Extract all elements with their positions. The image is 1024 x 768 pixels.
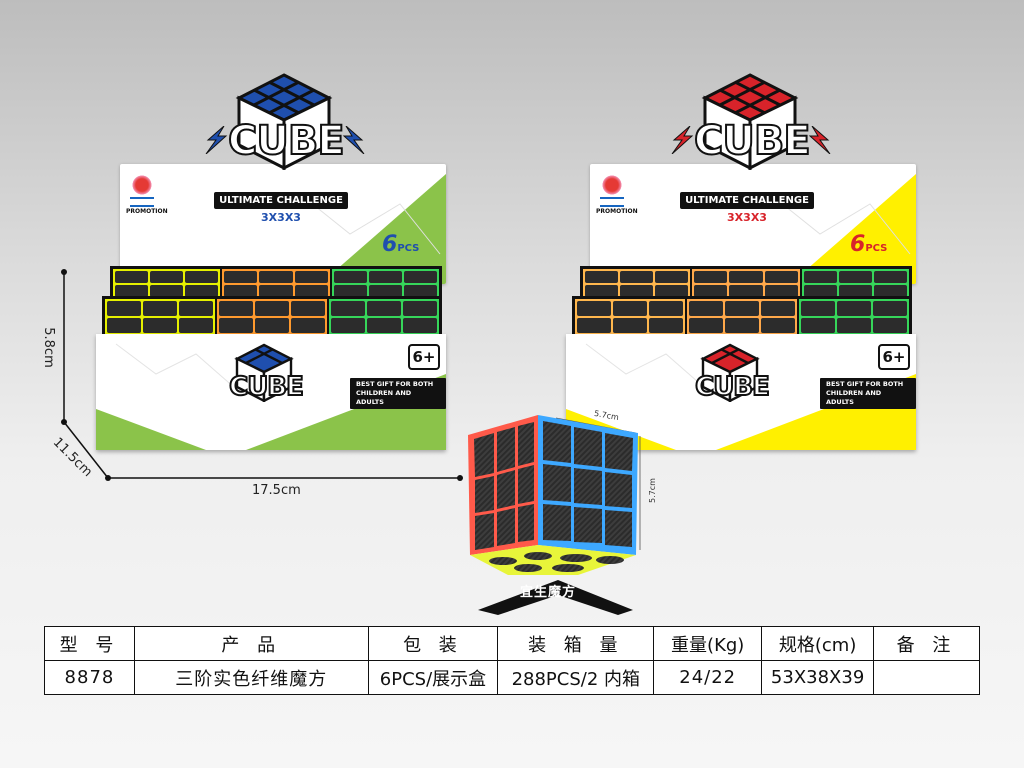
stand bbox=[478, 580, 633, 615]
display-box-green: CUBE PROMOTION ULTIMATE CHALLENGE 3X3X3 … bbox=[96, 70, 446, 450]
table-row: 8878 三阶实色纤维魔方 6PCS/展示盒 288PCS/2 内箱 24/22… bbox=[44, 660, 980, 695]
promotion-logo: PROMOTION bbox=[596, 174, 638, 215]
lightning-right-icon bbox=[342, 126, 365, 154]
header-weight: 重量(Kg) bbox=[653, 626, 763, 661]
red-cube-small-icon bbox=[700, 343, 760, 402]
mini-cube-green bbox=[331, 269, 439, 299]
blue-cube-small-icon bbox=[234, 343, 294, 402]
box-back-panel bbox=[120, 164, 446, 284]
sun-icon bbox=[131, 174, 153, 196]
header-product: 产 品 bbox=[133, 626, 369, 661]
mini-cube-yellow bbox=[105, 299, 215, 335]
cell-remark bbox=[873, 660, 980, 695]
cube-size-label: 3X3X3 bbox=[727, 211, 767, 224]
lightning-right-icon bbox=[808, 126, 831, 154]
red-cube-logo-icon bbox=[701, 73, 799, 170]
height-dimension-label: 5.8cm bbox=[40, 327, 56, 368]
lightning-left-icon bbox=[671, 126, 694, 154]
mini-cube-orange bbox=[222, 269, 330, 299]
waves-icon bbox=[130, 197, 154, 207]
header-size: 规格(cm) bbox=[761, 626, 875, 661]
header-carton-qty: 装 箱 量 bbox=[497, 626, 655, 661]
brand-logo-text-small: CUBE bbox=[228, 371, 305, 403]
age-badge: 6+ bbox=[878, 344, 910, 370]
mini-cube-orange bbox=[687, 299, 797, 335]
width-dimension-label: 17.5cm bbox=[252, 483, 301, 498]
cell-packing: 6PCS/展示盒 bbox=[367, 660, 499, 695]
age-badge: 6+ bbox=[408, 344, 440, 370]
blue-cube-logo-icon bbox=[235, 73, 333, 170]
spec-table: 型 号 产 品 包 装 装 箱 量 重量(Kg) 规格(cm) 备 注 8878… bbox=[44, 626, 980, 695]
pcs-count: 6PCS bbox=[382, 232, 420, 257]
lightning-left-icon bbox=[205, 126, 228, 154]
cube-row-front bbox=[572, 296, 912, 338]
ultimate-challenge-banner: ULTIMATE CHALLENGE bbox=[680, 192, 814, 209]
yellow-wedge bbox=[769, 174, 916, 284]
header-model: 型 号 bbox=[44, 626, 135, 661]
mini-cube-peach bbox=[583, 269, 691, 299]
box-back-panel bbox=[590, 164, 916, 284]
ultimate-challenge-banner: ULTIMATE CHALLENGE bbox=[214, 192, 348, 209]
cell-model: 8878 bbox=[44, 660, 135, 695]
sun-icon bbox=[601, 174, 623, 196]
display-box-yellow: CUBE PROMOTION ULTIMATE CHALLENGE 3X3X3 … bbox=[566, 70, 916, 450]
gift-banner: BEST GIFT FOR BOTH CHILDREN AND ADULTS bbox=[820, 378, 916, 409]
header-remark: 备 注 bbox=[873, 626, 980, 661]
mini-cube-orange bbox=[692, 269, 800, 299]
cell-size: 53X38X39 bbox=[761, 660, 875, 695]
mini-cube-green bbox=[799, 299, 909, 335]
mini-cube-green bbox=[801, 269, 909, 299]
mini-cube-green bbox=[329, 299, 439, 335]
green-wedge bbox=[299, 174, 446, 284]
header-packing: 包 装 bbox=[367, 626, 499, 661]
cell-weight: 24/22 bbox=[653, 660, 763, 695]
pcs-count: 6PCS bbox=[850, 232, 888, 257]
box-front-panel: CUBE 6+ BEST GIFT FOR BOTH CHILDREN AND … bbox=[96, 334, 446, 450]
table-header-row: 型 号 产 品 包 装 装 箱 量 重量(Kg) 规格(cm) 备 注 bbox=[44, 626, 980, 661]
cube-size-label: 3X3X3 bbox=[261, 211, 301, 224]
rubiks-cube-hero bbox=[468, 415, 638, 615]
promotion-logo: PROMOTION bbox=[126, 174, 168, 215]
brand-logo-text-small: CUBE bbox=[694, 371, 771, 403]
waves-icon bbox=[600, 197, 624, 207]
gift-banner: BEST GIFT FOR BOTH CHILDREN AND ADULTS bbox=[350, 378, 446, 409]
cube-row-front bbox=[102, 296, 442, 338]
mini-cube-peach bbox=[575, 299, 685, 335]
cell-carton-qty: 288PCS/2 内箱 bbox=[497, 660, 655, 695]
mini-cube-orange bbox=[217, 299, 327, 335]
cell-product: 三阶实色纤维魔方 bbox=[133, 660, 369, 695]
brand-logo-text: CUBE bbox=[693, 117, 812, 165]
stand-label: 宜生魔方 bbox=[520, 585, 577, 600]
brand-logo-text: CUBE bbox=[227, 117, 346, 165]
mini-cube-yellow bbox=[113, 269, 221, 299]
